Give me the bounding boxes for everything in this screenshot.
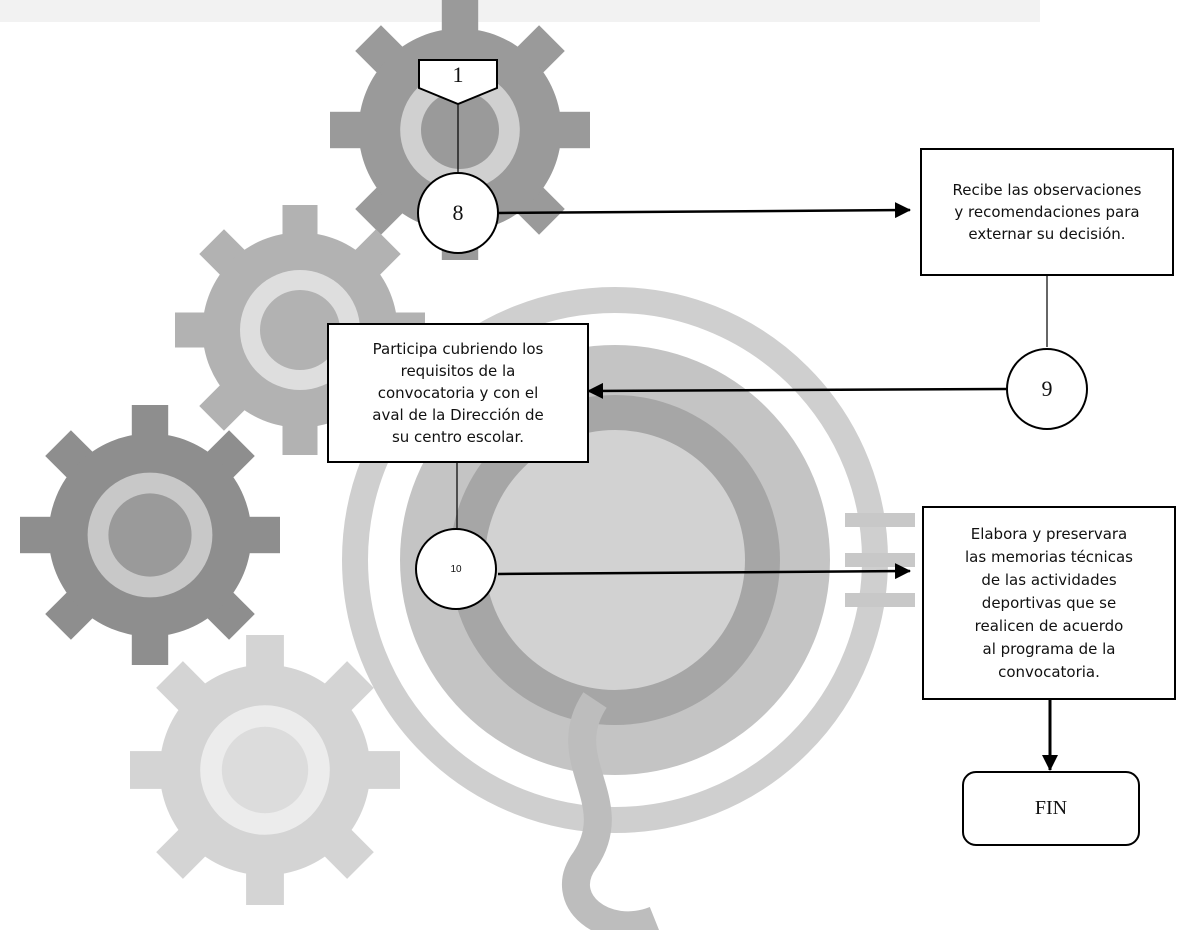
offpage-connector-label: 1 — [452, 62, 464, 87]
gear-icon — [20, 405, 281, 665]
arrow-9-to-participa — [587, 382, 1007, 399]
gear-icon — [130, 635, 400, 905]
process-box-recibe: Recibe las observaciones y recomendacion… — [920, 148, 1174, 276]
connector-circle-10: 10 — [415, 528, 497, 610]
connector-circle-9: 9 — [1006, 348, 1088, 430]
offpage-connector — [418, 59, 498, 105]
connector-circle-8: 8 — [417, 172, 499, 254]
gear-icon — [330, 0, 590, 261]
process-box-participa: Participa cubriendo los requisitos de la… — [327, 323, 589, 463]
arrow-10-to-elabora — [497, 563, 911, 580]
arrow-8-to-recibe — [497, 202, 911, 219]
terminal-fin: FIN — [962, 771, 1140, 846]
process-box-elabora: Elabora y preservara las memorias técnic… — [922, 506, 1176, 700]
